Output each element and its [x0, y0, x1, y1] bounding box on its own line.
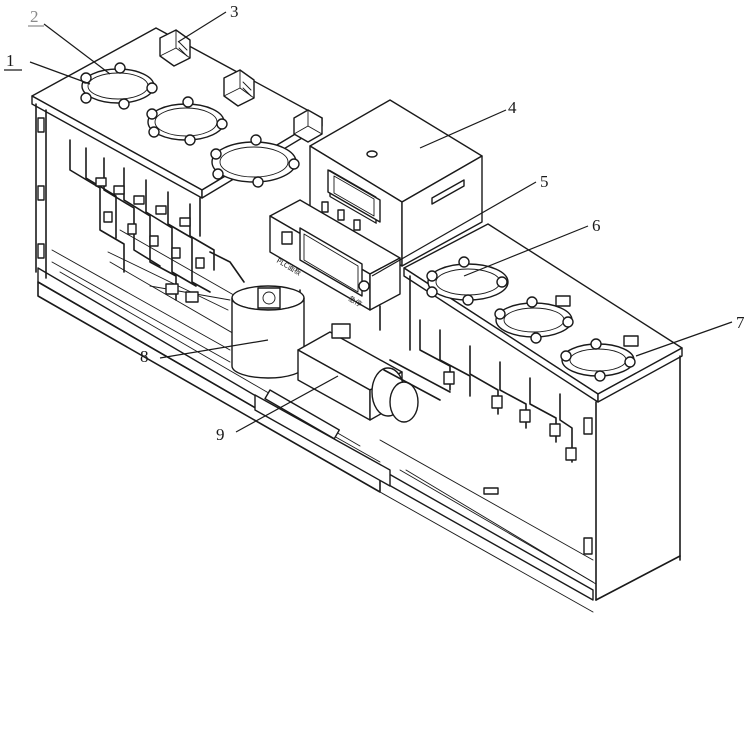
leader-lines — [29, 11, 733, 433]
piping-bundle-right — [419, 319, 577, 495]
callout-2: 2 — [30, 7, 39, 26]
callout-3: 3 — [230, 2, 239, 21]
callout-9: 9 — [216, 425, 225, 444]
clamps-right — [555, 295, 639, 347]
tank — [209, 251, 305, 379]
callout-8: 8 — [140, 347, 149, 366]
vent-block-3 — [293, 109, 323, 143]
pump-motor — [264, 323, 451, 440]
callout-labels: 1 2 3 4 5 6 7 8 9 — [4, 2, 745, 444]
callout-1: 1 — [6, 51, 15, 70]
base-frame — [37, 261, 594, 613]
manway-cover-1 — [80, 62, 158, 110]
manway-cover-6 — [560, 338, 636, 382]
callout-7: 7 — [736, 313, 745, 332]
manway-cover-5 — [494, 296, 574, 344]
control-box — [309, 99, 483, 267]
right-cabinet — [403, 223, 683, 601]
callout-6: 6 — [592, 216, 601, 235]
callout-5: 5 — [540, 172, 549, 191]
manway-cover-3 — [210, 134, 300, 188]
piping-bundle-left — [69, 139, 231, 311]
manway-cover-4 — [426, 256, 509, 306]
callout-4: 4 — [508, 98, 517, 117]
manway-cover-2 — [146, 96, 228, 146]
vent-block-2 — [223, 69, 255, 107]
left-cabinet — [31, 27, 323, 363]
